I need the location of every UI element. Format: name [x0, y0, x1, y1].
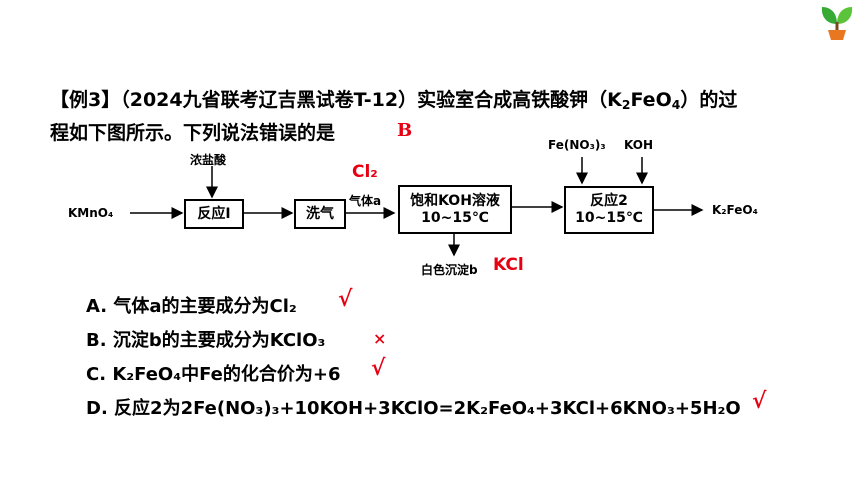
option-c-mark: √ — [371, 355, 386, 381]
conc-hcl-label: 浓盐酸 — [190, 153, 227, 167]
reagent-fe-no3: Fe(NO₃)₃ — [548, 138, 606, 152]
stem-part-b: ）的过 — [680, 89, 738, 111]
koh-solution-box: 饱和KOH溶液 10~15℃ — [398, 185, 512, 234]
reaction2-label: 反应2 — [590, 193, 628, 209]
koh-solution-temp: 10~15℃ — [421, 209, 489, 226]
stem-part-a: 实验室合成高铁酸钾（ — [417, 89, 608, 111]
example-tag: 【例3】 — [50, 89, 121, 111]
precipitate-b-label: 白色沉淀b — [421, 263, 478, 277]
reaction2-box: 反应2 10~15℃ — [564, 186, 654, 234]
wash-gas-box: 洗气 — [294, 199, 346, 229]
option-b-mark: × — [373, 329, 387, 348]
question-stem: 【例3】（2024九省联考辽吉黑试卷T-12）实验室合成高铁酸钾（K2FeO4）… — [50, 86, 820, 147]
option-d-mark: √ — [752, 388, 767, 414]
gas-a-label: 气体a — [349, 194, 382, 208]
option-b: B. 沉淀b的主要成分为KClO₃ — [86, 330, 326, 351]
option-d: D. 反应2为2Fe(NO₃)₃+10KOH+3KClO=2K₂FeO₄+3KC… — [86, 398, 741, 419]
formula-k2feo4: K2FeO4 — [607, 89, 681, 113]
answer-annotation: B — [397, 120, 413, 141]
gas-a-note: Cl₂ — [352, 162, 378, 182]
option-a: A. 气体a的主要成分为Cl₂ — [86, 296, 297, 317]
reaction2-temp: 10~15℃ — [575, 210, 643, 226]
koh-solution-label: 饱和KOH溶液 — [410, 192, 500, 209]
option-a-mark: √ — [338, 286, 353, 312]
reaction1-label: 反应I — [197, 205, 231, 222]
reagent-koh: KOH — [624, 138, 654, 152]
stem-part-c: 程如下图所示。下列说法错误的是 — [50, 122, 336, 145]
question-source: （2024九省联考辽吉黑试卷T-12） — [120, 89, 418, 111]
precipitate-note: KCl — [493, 255, 524, 275]
option-c: C. K₂FeO₄中Fe的化合价为+6 — [86, 364, 341, 385]
wash-gas-label: 洗气 — [306, 205, 334, 222]
start-kmno4: KMnO₄ — [68, 206, 114, 220]
reaction1-box: 反应I — [184, 199, 244, 229]
sprout-icon — [818, 2, 856, 42]
product-k2feo4: K₂FeO₄ — [712, 203, 758, 217]
